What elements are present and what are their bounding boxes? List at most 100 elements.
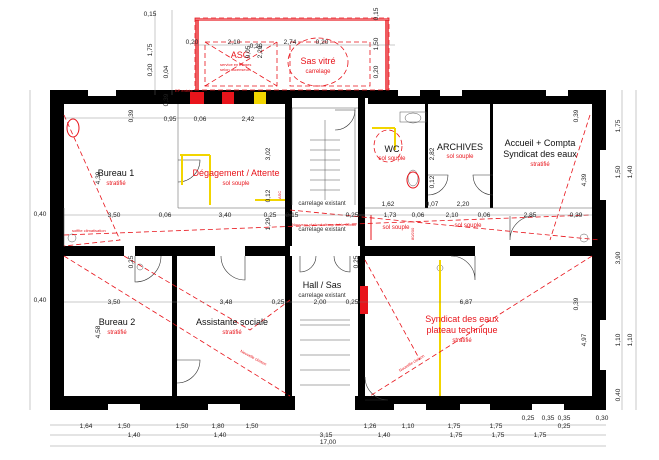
room-wc-name: WC [385,144,400,154]
room-labels: Bureau 1 stratifié Dégagement / Attente … [72,50,577,373]
yellow-lines [180,127,441,396]
new-wall-tag-2: Nouvelle cloison [398,353,425,373]
soffite-note: soffite climatisation [72,228,106,233]
dim-bottom-row2: 1,40 [214,432,227,439]
interior-partitions [63,104,592,386]
dim-row-low: 3,48 [220,299,233,306]
dim-row-mid: 0,06 [159,212,172,219]
code-8020: 80/200 [410,227,415,240]
dim-top-left: 0,39 [163,93,170,106]
dim-row1: 0,95 [164,116,177,123]
dim-bottom-row2: 1,75 [492,432,505,439]
dim-row-mid: 0,25 [264,212,277,219]
dim-top-right: 0,15 [373,7,380,20]
room-syndicat-line1: Syndicat des eaux [425,314,499,324]
dim-top-asc2: 2,20 [257,45,264,58]
dim-row-mid: 2,10 [446,212,459,219]
dim-bottom-row1: 1,50 [176,423,189,430]
dim-vert-inner: 4,39 [581,173,588,186]
dim-bottom-row1: 1,50 [246,423,259,430]
dim-right-vert: 1,10 [627,333,634,346]
dim-bottom-row1: 1,10 [402,423,415,430]
room-assistante-floor: stratifié [222,330,242,336]
dim-bottom-row2: 3,15 [320,432,333,439]
dim-row-mid: 3,40 [219,212,232,219]
dim-row-mid: 0,25 [346,212,359,219]
ep-entree-note: EP entrée [175,88,193,93]
dim-row1: 0,06 [194,116,207,123]
dim-right-vert: 1,50 [615,165,622,178]
dim-top-right: 0,20 [373,65,380,78]
room-asc-note2: selon ascenseurs [220,67,251,72]
room-syndicat-floor: stratifié [452,338,472,344]
dim-row-mid2: 1,62 [382,201,395,208]
room-degagement-name: Dégagement / Attente [192,168,279,178]
dim-right-extra: 0,25 [522,415,535,422]
dim-bottom-total: 17,00 [320,439,337,446]
dim-top-asc: 2,74 [284,39,297,46]
dim-vert-inner: 2,82 [429,147,436,160]
dim-top-mark: 0,15 [144,11,157,18]
room-bureau2-name: Bureau 2 [99,317,136,327]
dim-bottom-row1: 1,75 [448,423,461,430]
dim-vert-inner: 0,12 [265,189,272,202]
dim-row-mid: 0,06 [412,212,425,219]
top-markers [190,92,368,314]
room-assistante-name: Assistante sociale [196,317,268,327]
dim-row-mid2: 2,20 [457,201,470,208]
room-hall-floor: carrelage existant [298,293,346,299]
dim-bottom-row2: 1,75 [534,432,547,439]
dim-row-mid: 1,73 [384,212,397,219]
dim-bottom-row1: 1,75 [490,423,503,430]
dim-right-vert: 3,90 [615,251,622,264]
dim-row-low: 6,87 [460,299,473,306]
dim-top-asc2: 0,05 [245,45,252,58]
asc-tag: ASC [277,191,282,199]
dim-vert-inner: 0,25 [128,255,135,268]
room-asc-note1: service en étages [220,62,251,67]
room-asc-name: ASC [231,50,250,60]
dim-right-extra: 0,35 [542,415,555,422]
dim-row-mid: 0,39 [570,212,583,219]
door-swings [67,109,589,401]
dim-row-low: 2,00 [314,299,327,306]
room-bureau2-floor: stratifié [107,330,127,336]
dim-row-low: 0,25 [272,299,285,306]
dim-right-vert: 1,40 [627,165,634,178]
asc-sas-zone [194,17,390,91]
dim-top-asc: 0,20 [186,39,199,46]
dim-row-mid: 3,50 [108,212,121,219]
room-accueil-line1: Accueil + Compta [505,138,576,148]
carrelage-existant-corridor: carrelage existant [298,227,346,233]
walls [50,90,606,410]
dim-vert-inner: 0,39 [573,297,580,310]
dim-bottom-row2: 1,40 [378,432,391,439]
dim-bottom-row1: 1,50 [118,423,131,430]
dim-top-asc: 0,20 [250,43,263,50]
room-sas-vitre-floor: carrelage [305,69,331,75]
dim-bottom-row1: 1,80 [212,423,225,430]
dim-bottom-row2: 1,75 [450,432,463,439]
dim-left-vert: 0,40 [34,211,47,218]
dim-right-vert: 1,10 [615,333,622,346]
dim-bottom-row1: 0,25 [558,423,571,430]
dim-vert-inner: 0,39 [573,109,580,122]
dim-right-extra: 0,35 [558,415,571,422]
dim-bottom-row2: 1,40 [128,432,141,439]
room-bureau1-name: Bureau 1 [98,168,135,178]
dim-vert-inner: 3,02 [265,147,272,160]
dim-row1: 2,42 [242,116,255,123]
dim-left-vert: 0,40 [34,297,47,304]
dim-top-left: 0,20 [147,63,154,76]
dim-top-right: 1,50 [373,37,380,50]
sol-souple-corridor-2: sol souple [454,223,482,229]
carrelage-existant-stair: carrelage existant [298,201,346,207]
dim-top-asc: 2,10 [228,39,241,46]
dim-bottom-row1: 1,26 [364,423,377,430]
dim-vert-inner: 1,29 [265,217,272,230]
new-wall-tag-1: Nouvelle cloison [240,348,268,366]
dim-bottom-row1: 1,64 [80,423,93,430]
new-plafond-note: Nouveau plafond démontable 60x60 [292,222,357,227]
room-archives-floor: sol souple [446,154,474,160]
